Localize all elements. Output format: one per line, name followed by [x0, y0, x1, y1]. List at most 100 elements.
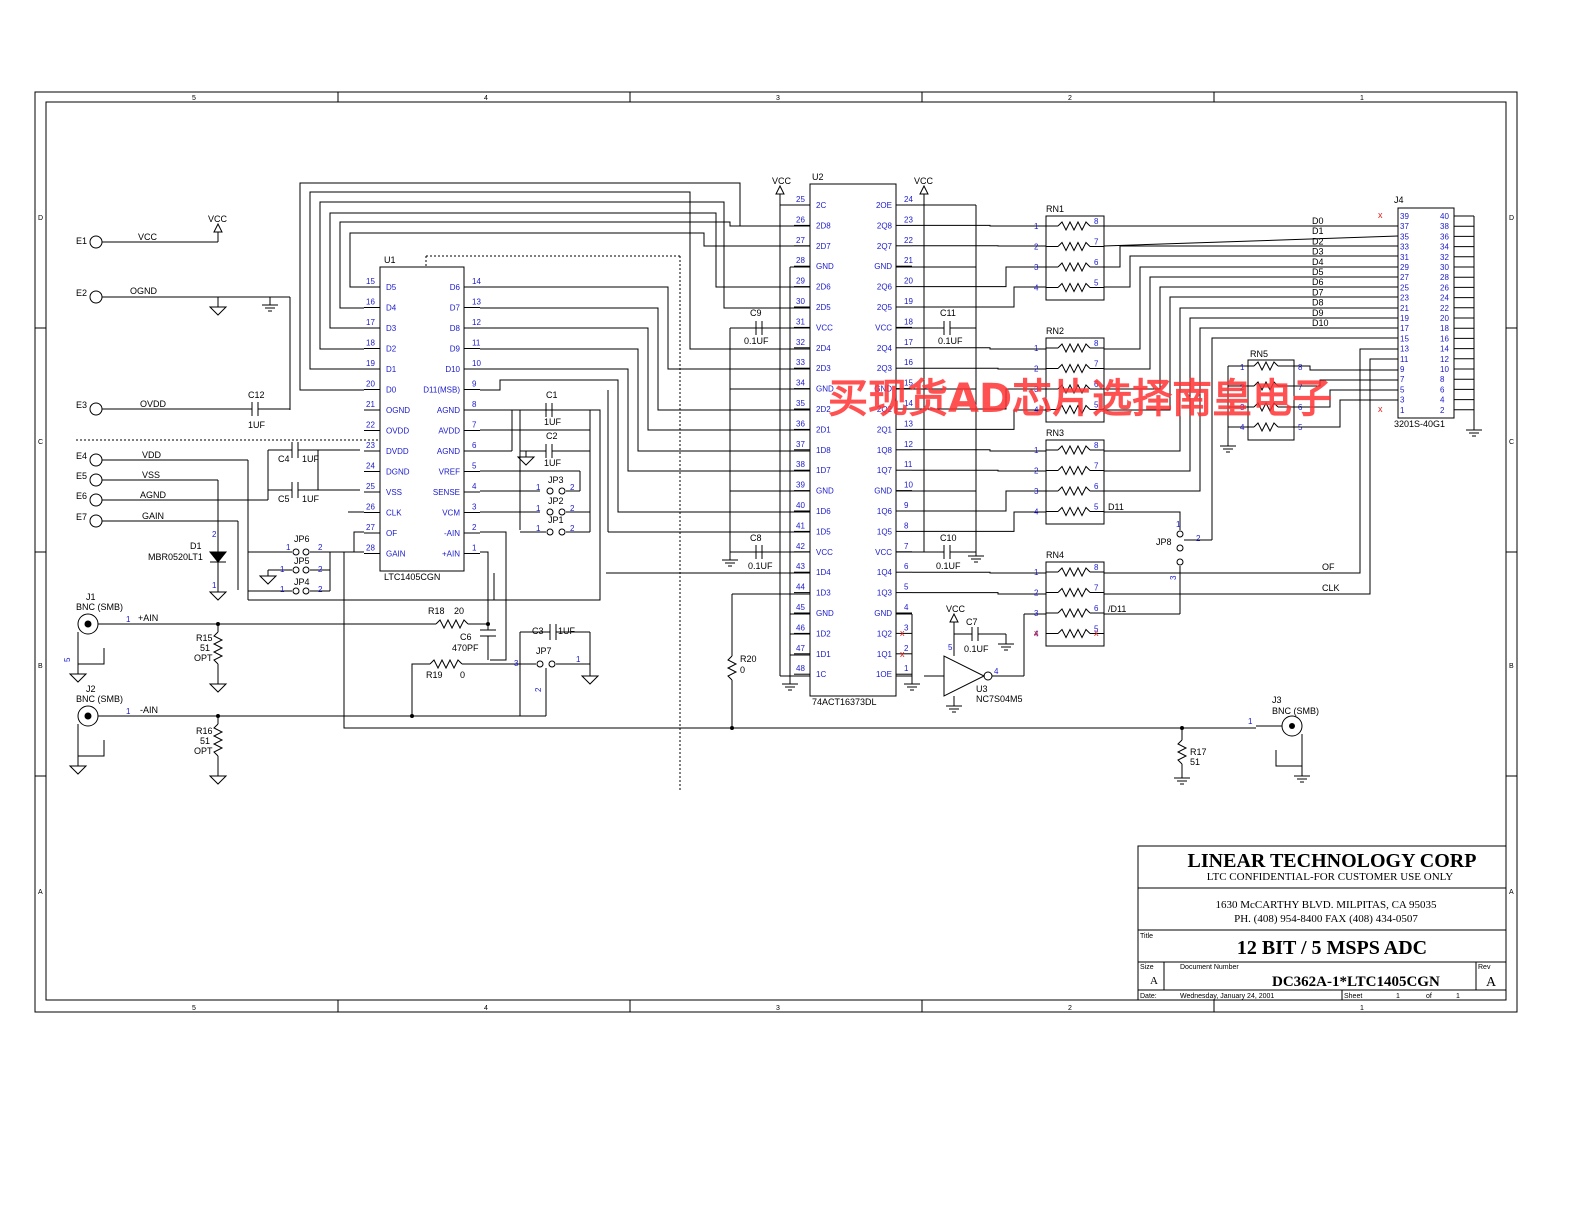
- c5-value: 1UF: [302, 494, 320, 504]
- j4-pin-odd: 5: [1400, 385, 1405, 394]
- pin-name: OF: [386, 529, 397, 538]
- rn-pin-right: 5: [1094, 401, 1099, 410]
- pin-number: 26: [366, 503, 375, 512]
- pin-number: 1: [472, 544, 477, 553]
- svg-text:x: x: [900, 628, 905, 638]
- j4-pin-odd: 17: [1400, 324, 1409, 333]
- svg-text:1: 1: [1176, 520, 1181, 529]
- pin-number: 32: [796, 338, 805, 347]
- nd11-net-label: /D11: [1108, 604, 1126, 614]
- j4-pin-even: 10: [1440, 365, 1449, 374]
- pin-name: 2D8: [816, 221, 831, 230]
- jp2-label: JP2: [548, 496, 564, 506]
- pin-name: DVDD: [386, 447, 409, 456]
- pin-number: 2: [904, 644, 909, 653]
- clk-net-label: CLK: [1322, 583, 1340, 593]
- c4-label: C4: [278, 454, 290, 464]
- pin-name: DGND: [386, 468, 410, 477]
- svg-text:1: 1: [280, 565, 285, 574]
- j4-pin-odd: 1: [1400, 406, 1405, 415]
- e3-terminal: [89, 402, 103, 416]
- jp6-label: JP6: [294, 534, 310, 544]
- pin-number: 6: [904, 562, 909, 571]
- svg-text:2: 2: [534, 687, 543, 692]
- terminal-block: E1 VCC VCC E2 OGND E3 OVDD C12 1UF E4 VD…: [76, 214, 380, 600]
- date-label: Date:: [1140, 993, 1157, 1000]
- pin-name: D5: [386, 283, 397, 292]
- pin-number: 34: [796, 379, 805, 388]
- pin-name: D0: [386, 386, 397, 395]
- pin-number: 17: [366, 318, 375, 327]
- col-label-bottom: 2: [1068, 1005, 1072, 1012]
- pin-name: D10: [445, 365, 460, 374]
- pin-name: 1Q2: [877, 629, 893, 638]
- pin-name: 2Q2: [877, 405, 893, 414]
- pin-number: 4: [472, 482, 477, 491]
- pin-name: D9: [450, 345, 461, 354]
- pin-name: D8: [450, 324, 461, 333]
- pin-number: 48: [796, 664, 805, 673]
- u2-latch: U2 74ACT16373DL 252C262D8272D728GND292D6…: [794, 172, 1046, 707]
- pin-name: VCC: [816, 548, 833, 557]
- r15-opt: OPT: [194, 653, 213, 663]
- svg-text:1: 1: [536, 524, 541, 533]
- svg-text:2: 2: [318, 585, 323, 594]
- pin-name: 2Q8: [877, 221, 893, 230]
- agnd-net-label: AGND: [140, 490, 167, 500]
- j4-pin-odd: 25: [1400, 283, 1409, 292]
- svg-text:2: 2: [570, 504, 575, 513]
- u2-ref: U2: [812, 172, 824, 182]
- r19-label: R19: [426, 670, 443, 680]
- pin-number: 2: [472, 523, 477, 532]
- size-value: A: [1150, 975, 1158, 987]
- rn-pin-left: 2: [1034, 589, 1039, 598]
- j4-ref: J4: [1394, 195, 1404, 205]
- sheet-count: 1: [1456, 993, 1460, 1000]
- jp7-label: JP7: [536, 646, 552, 656]
- rn-pin-left: 2: [1034, 365, 1039, 374]
- svg-text:1: 1: [212, 581, 217, 590]
- rn-pin-right: 6: [1094, 604, 1099, 613]
- pin-number: 28: [796, 256, 805, 265]
- pin-name: 1OE: [876, 670, 892, 679]
- j4-pin-even: 40: [1440, 212, 1449, 221]
- pin-name: 1Q7: [877, 466, 893, 475]
- pin-number: 8: [904, 521, 909, 530]
- svg-text:1: 1: [576, 655, 581, 664]
- svg-text:2: 2: [570, 483, 575, 492]
- svg-text:1: 1: [1240, 363, 1245, 372]
- j4-pin-even: 38: [1440, 222, 1449, 231]
- pin-name: AGND: [437, 447, 460, 456]
- pin-name: 1D7: [816, 466, 831, 475]
- rn-pin-left: 4: [1034, 284, 1039, 293]
- d1-diode: D1 MBR0520LT1 21: [148, 530, 228, 601]
- svg-text:2: 2: [570, 524, 575, 533]
- c5-label: C5: [278, 494, 290, 504]
- pin-name: D2: [386, 345, 397, 354]
- j4-pin-even: 30: [1440, 263, 1449, 272]
- pin-number: 29: [796, 277, 805, 286]
- pin-name: 1D2: [816, 629, 831, 638]
- rn-pin-left: 2: [1034, 243, 1039, 252]
- pin-name: 1C: [816, 670, 826, 679]
- pin-number: 14: [472, 277, 481, 286]
- pin-name: VCM: [442, 509, 460, 518]
- c3-label: C3: [532, 626, 544, 636]
- confidential-notice: LTC CONFIDENTIAL-FOR CUSTOMER USE ONLY: [1207, 871, 1453, 883]
- j4-pin-odd: 9: [1400, 365, 1405, 374]
- pin-name: 1Q4: [877, 568, 893, 577]
- pin-number: 18: [904, 317, 913, 326]
- pin-number: 27: [796, 236, 805, 245]
- j4-pin-odd: 15: [1400, 334, 1409, 343]
- j4-signal-label: D5: [1312, 267, 1324, 277]
- svg-text:1: 1: [536, 483, 541, 492]
- pin-name: D4: [386, 304, 397, 313]
- j4-pin-odd: 11: [1400, 355, 1409, 364]
- c12-label: C12: [248, 390, 265, 400]
- e2-label: E2: [76, 288, 87, 298]
- u1-left-pins: 15D516D417D318D219D120D021OGND22OVDD23DV…: [364, 277, 410, 559]
- pin-name: D11(MSB): [423, 386, 460, 395]
- pin-number: 23: [366, 441, 375, 450]
